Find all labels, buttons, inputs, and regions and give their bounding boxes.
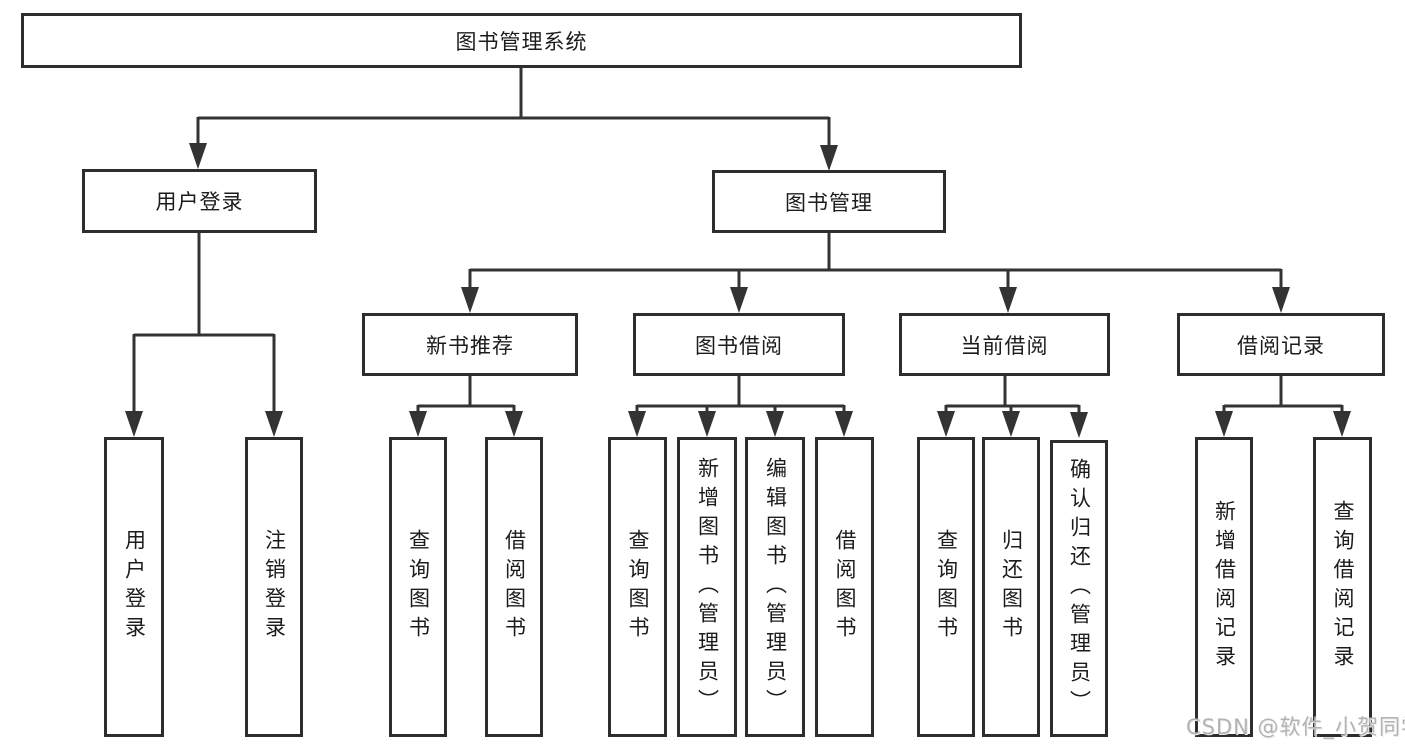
- connector-branch-root: [196, 68, 831, 148]
- connector-branch-current-borrow: [944, 376, 1081, 414]
- leaf-confirm-return-admin: 确认归还（管理员）: [1050, 440, 1108, 737]
- arrowheads-new-book: [409, 411, 523, 437]
- node-label: 借阅图书: [833, 529, 857, 645]
- leaf-edit-book-admin: 编辑图书（管理员）: [745, 437, 805, 737]
- leaf-query-book-3: 查询图书: [917, 437, 975, 737]
- node-book-borrow: 图书借阅: [633, 313, 845, 376]
- leaf-query-book-2: 查询图书: [608, 437, 667, 737]
- node-user-login: 用户登录: [82, 169, 317, 233]
- connector-branch-book-mgmt: [468, 233, 1283, 290]
- node-current-borrow: 当前借阅: [899, 313, 1110, 376]
- connector-branch-new-book: [416, 376, 516, 414]
- connector-branch-borrow-record: [1222, 376, 1344, 414]
- node-label: 编辑图书（管理员）: [763, 456, 788, 718]
- arrowheads-current-borrow: [937, 411, 1088, 438]
- node-label: 用户登录: [155, 190, 244, 214]
- node-label: 借阅记录: [1237, 333, 1325, 358]
- node-label: 查询借阅记录: [1331, 500, 1355, 674]
- leaf-query-book-1: 查询图书: [389, 437, 447, 737]
- leaf-borrow-book-2: 借阅图书: [815, 437, 874, 737]
- csdn-watermark: CSDN @软件_小贺同学: [1186, 715, 1405, 739]
- node-label: 查询图书: [626, 529, 650, 645]
- node-label: 查询图书: [934, 529, 959, 645]
- arrowheads-user-login: [125, 411, 283, 437]
- node-label: 注销登录: [262, 529, 287, 645]
- node-label: 查询图书: [406, 529, 431, 645]
- node-label: 新书推荐: [426, 333, 514, 358]
- arrowheads-book-borrow: [628, 411, 853, 437]
- node-new-book-recommend: 新书推荐: [362, 313, 578, 376]
- node-label: 用户登录: [122, 529, 147, 645]
- node-label: 新增图书（管理员）: [695, 456, 720, 718]
- leaf-add-book-admin: 新增图书（管理员）: [677, 437, 737, 737]
- node-label: 确认归还（管理员）: [1067, 458, 1092, 719]
- node-label: 当前借阅: [960, 333, 1049, 358]
- node-book-management: 图书管理: [712, 170, 946, 233]
- arrowheads-root: [189, 143, 838, 171]
- node-label: 借阅图书: [502, 529, 527, 645]
- connector-branch-book-borrow: [635, 376, 846, 414]
- arrowheads-book-mgmt: [461, 287, 1290, 313]
- node-label: 图书借阅: [695, 333, 783, 358]
- node-borrow-record: 借阅记录: [1177, 313, 1385, 376]
- leaf-user-login: 用户登录: [104, 437, 164, 737]
- leaf-borrow-book-1: 借阅图书: [485, 437, 543, 737]
- leaf-logout: 注销登录: [245, 437, 303, 737]
- node-root-library-system: 图书管理系统: [21, 13, 1022, 68]
- node-label: 新增借阅记录: [1212, 500, 1237, 674]
- leaf-query-borrow-record: 查询借阅记录: [1313, 437, 1372, 737]
- node-label: 图书管理: [785, 190, 873, 215]
- node-label: 归还图书: [999, 529, 1024, 645]
- leaf-return-book: 归还图书: [982, 437, 1040, 737]
- connector-branch-user-login: [132, 233, 276, 414]
- arrowheads-borrow-record: [1215, 411, 1351, 437]
- node-label: 图书管理系统: [455, 29, 588, 54]
- leaf-add-borrow-record: 新增借阅记录: [1195, 437, 1253, 737]
